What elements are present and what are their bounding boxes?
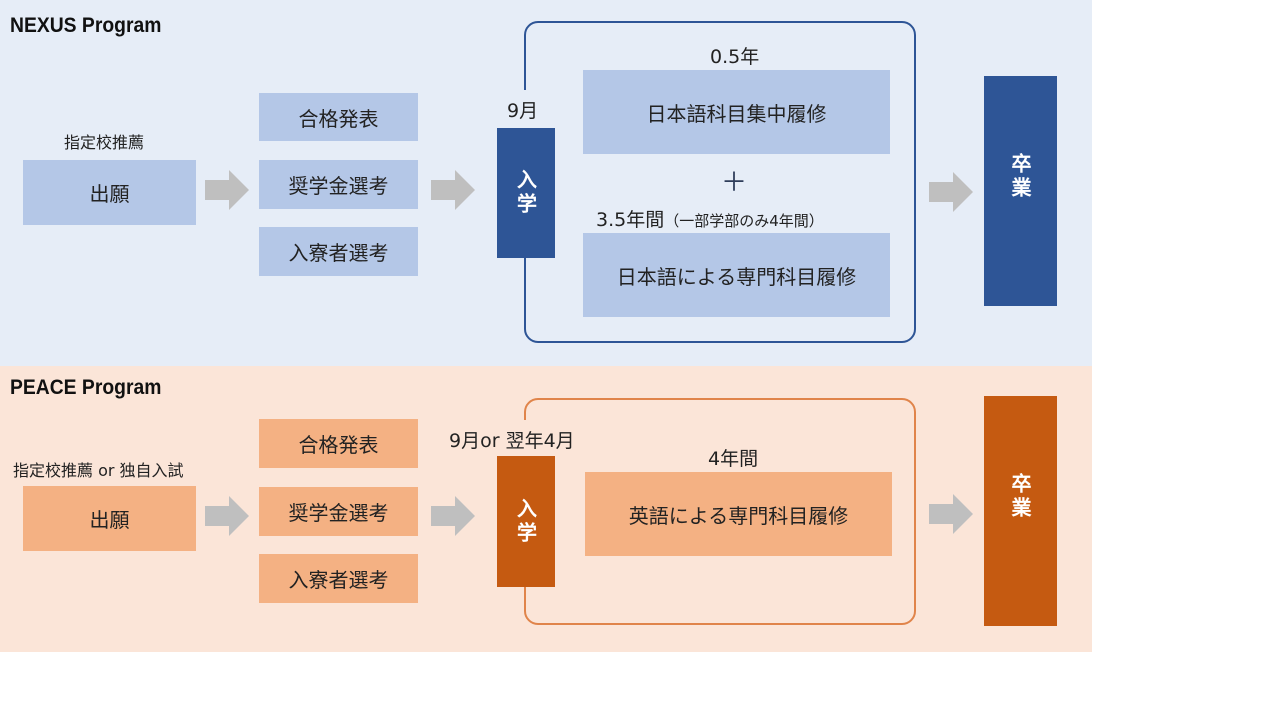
arrow-right-icon (205, 496, 249, 536)
nexus-application-note: 指定校推薦 (64, 133, 145, 152)
peace-graduation-label: 卒業 (1008, 473, 1032, 521)
peace-step-label: 入寮者選考 (288, 568, 389, 592)
nexus-step-label: 奨学金選考 (288, 174, 389, 198)
nexus-application-box: 出願 (23, 160, 196, 225)
arrow-right-icon (929, 172, 973, 212)
nexus-entrance-box: 入学 (497, 128, 555, 258)
peace-application-label: 出願 (89, 508, 130, 532)
peace-entrance-label: 入学 (513, 497, 538, 546)
peace-application-note: 指定校推薦 or 独自入試 (13, 461, 184, 480)
nexus-course1-label: 日本語科目集中履修 (646, 101, 827, 126)
peace-step-box: 奨学金選考 (259, 487, 418, 536)
nexus-graduation-label: 卒業 (1008, 153, 1032, 201)
nexus-course1-duration: 0.5年 (710, 46, 760, 68)
nexus-course2-label: 日本語による専門科目履修 (616, 264, 857, 289)
nexus-step-label: 合格発表 (298, 106, 379, 131)
arrow-right-icon (431, 496, 475, 536)
nexus-course2-duration: 3.5年間（一部学部のみ4年間） (596, 205, 824, 232)
nexus-course2-box: 日本語による専門科目履修 (583, 233, 890, 317)
peace-entrance-month: 9月or 翌年4月 (449, 430, 575, 452)
peace-title: PEACE Program (10, 376, 162, 399)
peace-step-label: 合格発表 (298, 433, 379, 457)
frame-gap (520, 420, 534, 456)
peace-course-label: 英語による専門科目履修 (628, 503, 849, 528)
nexus-application-label: 出願 (89, 182, 130, 206)
peace-step-box: 入寮者選考 (259, 554, 418, 603)
nexus-step-label: 入寮者選考 (288, 241, 389, 265)
nexus-step-box: 合格発表 (259, 93, 418, 141)
plus-icon: ＋ (721, 168, 748, 198)
arrow-right-icon (431, 170, 475, 210)
frame-gap (520, 90, 534, 128)
nexus-entrance-label: 入学 (513, 169, 538, 217)
peace-course-box: 英語による専門科目履修 (585, 472, 892, 556)
nexus-graduation-box: 卒業 (984, 76, 1057, 306)
peace-step-box: 合格発表 (259, 419, 418, 468)
arrow-right-icon (205, 170, 249, 210)
nexus-course2-duration-value: 3.5年間 (596, 209, 665, 231)
nexus-course1-box: 日本語科目集中履修 (583, 70, 890, 154)
peace-course-duration: 4年間 (708, 448, 759, 470)
peace-entrance-box: 入学 (497, 456, 555, 587)
nexus-step-box: 入寮者選考 (259, 227, 418, 276)
arrow-right-icon (929, 494, 973, 534)
peace-step-label: 奨学金選考 (288, 501, 389, 525)
nexus-step-box: 奨学金選考 (259, 160, 418, 209)
nexus-course2-duration-note: （一部学部のみ4年間） (664, 212, 824, 230)
nexus-entrance-month: 9月 (507, 100, 539, 122)
peace-application-box: 出願 (23, 486, 196, 551)
nexus-title: NEXUS Program (10, 14, 162, 37)
peace-graduation-box: 卒業 (984, 396, 1057, 626)
